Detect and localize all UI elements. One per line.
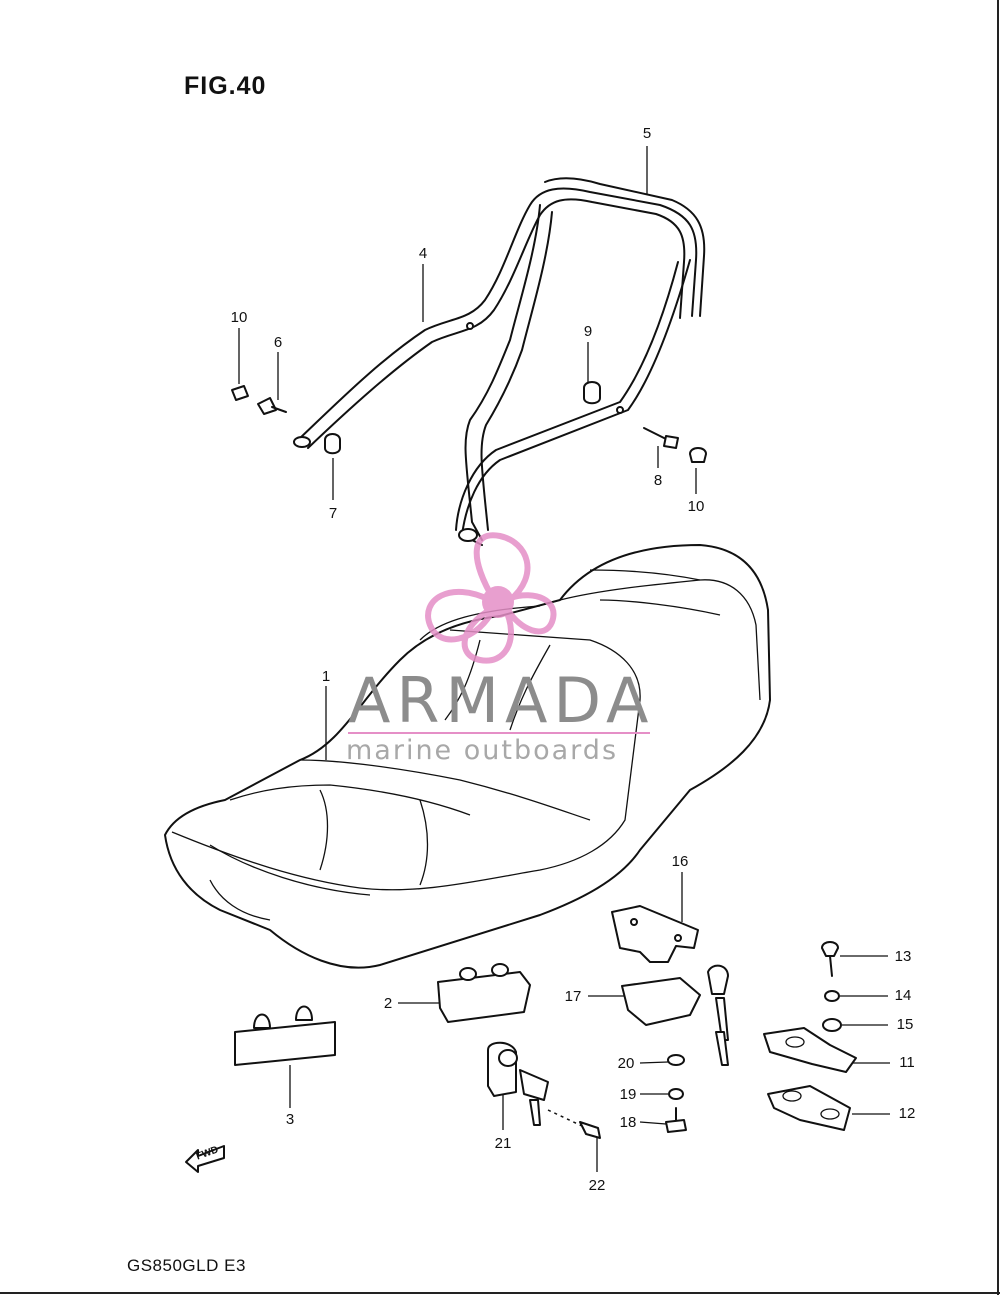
callout-20: 20 [617, 1055, 635, 1072]
callout-18: 18 [619, 1114, 637, 1131]
seat-cushions [234, 963, 531, 1066]
figure-title: FIG.40 [184, 72, 267, 100]
callout-10-left: 10 [230, 309, 248, 326]
callout-4: 4 [418, 245, 428, 262]
callout-3: 3 [285, 1111, 295, 1128]
callout-21: 21 [494, 1135, 512, 1152]
armada-logo-icon [425, 532, 557, 664]
callout-16: 16 [671, 853, 689, 870]
callout-6: 6 [273, 334, 283, 351]
callout-1: 1 [321, 668, 331, 685]
callout-8: 8 [653, 472, 663, 489]
callout-12: 12 [898, 1105, 916, 1122]
leader-lines [238, 146, 890, 1172]
rail-fasteners [231, 381, 707, 463]
callout-10-right: 10 [687, 498, 705, 515]
helmet-lock-assembly [487, 1041, 687, 1139]
callout-2: 2 [383, 995, 393, 1012]
watermark-name: ARMADA [348, 664, 655, 737]
callout-22: 22 [588, 1177, 606, 1194]
backrest-rail [293, 177, 706, 546]
fwd-arrow-icon [185, 1145, 225, 1173]
callout-14: 14 [894, 987, 912, 1004]
seat-lock-assembly [611, 905, 729, 1066]
callout-19: 19 [619, 1086, 637, 1103]
callout-5: 5 [642, 125, 652, 142]
callout-15: 15 [896, 1016, 914, 1033]
model-code: GS850GLD E3 [127, 1256, 246, 1275]
callout-17: 17 [564, 988, 582, 1005]
seat-hinge-hardware [763, 941, 857, 1131]
seat [164, 544, 771, 969]
callout-11: 11 [899, 1054, 915, 1071]
watermark-tagline: marine outboards [346, 735, 619, 766]
callout-9: 9 [583, 323, 593, 340]
callout-13: 13 [894, 948, 912, 965]
callout-7: 7 [328, 505, 338, 522]
